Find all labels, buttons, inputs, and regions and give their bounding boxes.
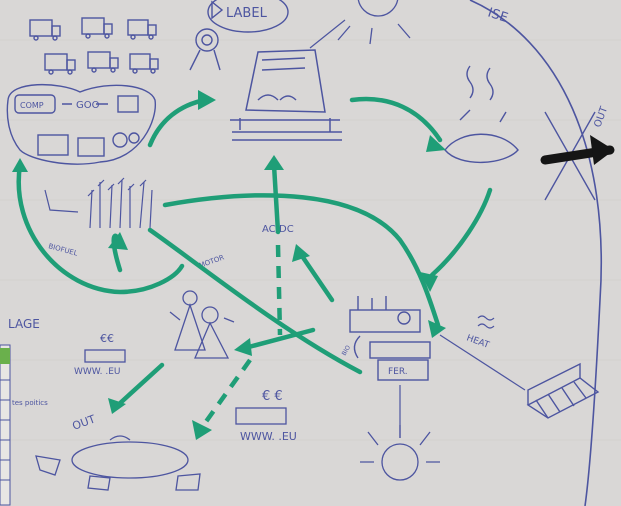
heat-arrow: [439, 334, 526, 391]
sun-ray-arrow: [309, 19, 346, 49]
crops-icon: [87, 177, 153, 229]
legend-note: tes poitics: [12, 399, 48, 407]
label-badge: [207, 0, 289, 33]
goo-label: GOO: [76, 100, 100, 111]
people-icon: [169, 290, 235, 359]
trucks-icon: [29, 17, 159, 75]
green-flow-arrows: [16, 96, 493, 408]
bio-label: BIO: [341, 344, 353, 357]
field-icon: [35, 435, 201, 491]
crop-arrow: [44, 189, 79, 213]
award-icon: [189, 28, 221, 71]
fert-label: FER.: [388, 367, 408, 377]
ink-arrow-factory: [353, 335, 361, 359]
sun-icon: [337, 0, 411, 45]
dashed-arrow-head: [192, 420, 212, 440]
web-label-1: WWW. .EU: [74, 367, 121, 377]
pile-icon: [444, 65, 519, 164]
green-dashed-arrows: [198, 244, 283, 432]
green-arrow-heads: [12, 90, 446, 414]
out-arrow-head: [590, 135, 614, 165]
flag-icon: [211, 0, 224, 20]
cash-icon-2: [235, 407, 287, 425]
money-label-2: € €: [262, 389, 283, 404]
process-cloud: [6, 84, 156, 165]
side-legend: [0, 344, 11, 506]
label-badge-text: LABEL: [226, 6, 268, 21]
factory-icon: [349, 296, 431, 381]
boundary-line: [469, 0, 603, 506]
compost-label: COMP: [20, 101, 44, 110]
money-label-1: €€: [100, 332, 114, 345]
top-right-label: ISE: [486, 6, 510, 27]
market-stall-icon: [230, 49, 342, 141]
village-label: LAGE: [8, 317, 40, 331]
wave-icon: [477, 315, 495, 329]
cash-icon-1: [84, 349, 126, 363]
greenhouse-icon: [526, 362, 600, 419]
web-label-2: WWW. .EU: [240, 430, 297, 443]
